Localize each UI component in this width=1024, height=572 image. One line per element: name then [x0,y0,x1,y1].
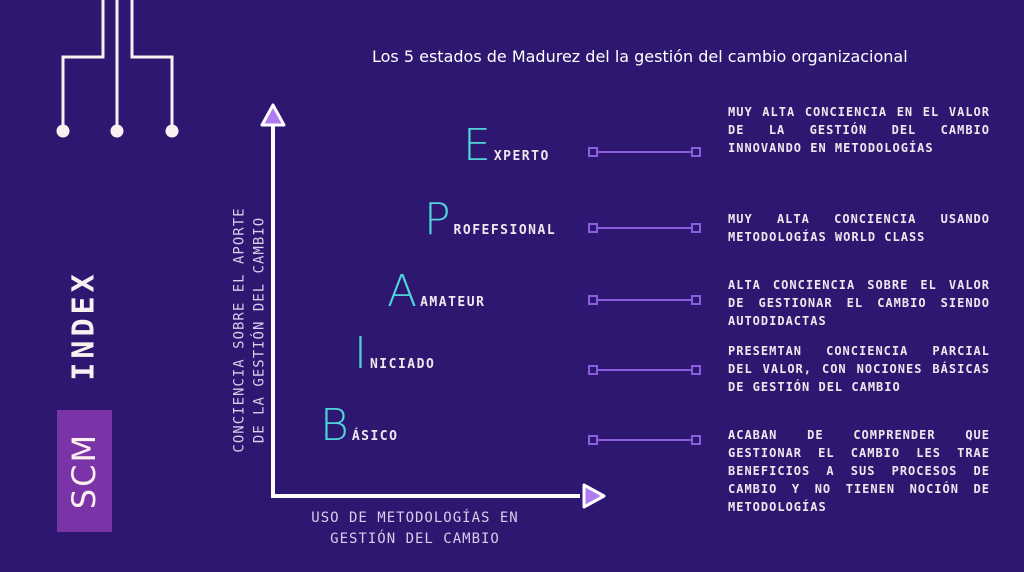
page-title: Los 5 estados de Madurez del la gestión … [372,47,908,66]
brand-scm-box [57,410,112,532]
axes-icon [260,103,606,509]
brand-index: INDEX [67,269,102,381]
circuit-decoration-icon [56,0,179,138]
connector-lines-icon [588,147,701,445]
description-basico: ACABAN DE COMPRENDER QUE GESTIONAR EL CA… [728,428,990,514]
description-profesional: MUY ALTA CONCIENCIA USANDO METODOLOGÍAS … [728,212,990,244]
description-experto: MUY ALTA CONCIENCIA EN EL VALOR DE LA GE… [728,105,990,155]
brand-scm: SCM [65,432,104,510]
description-iniciado: PRESEMTAN CONCIENCIA PARCIAL DEL VALOR, … [728,344,990,394]
description-amateur: ALTA CONCIENCIA SOBRE EL VALOR DE GESTIO… [728,278,990,328]
